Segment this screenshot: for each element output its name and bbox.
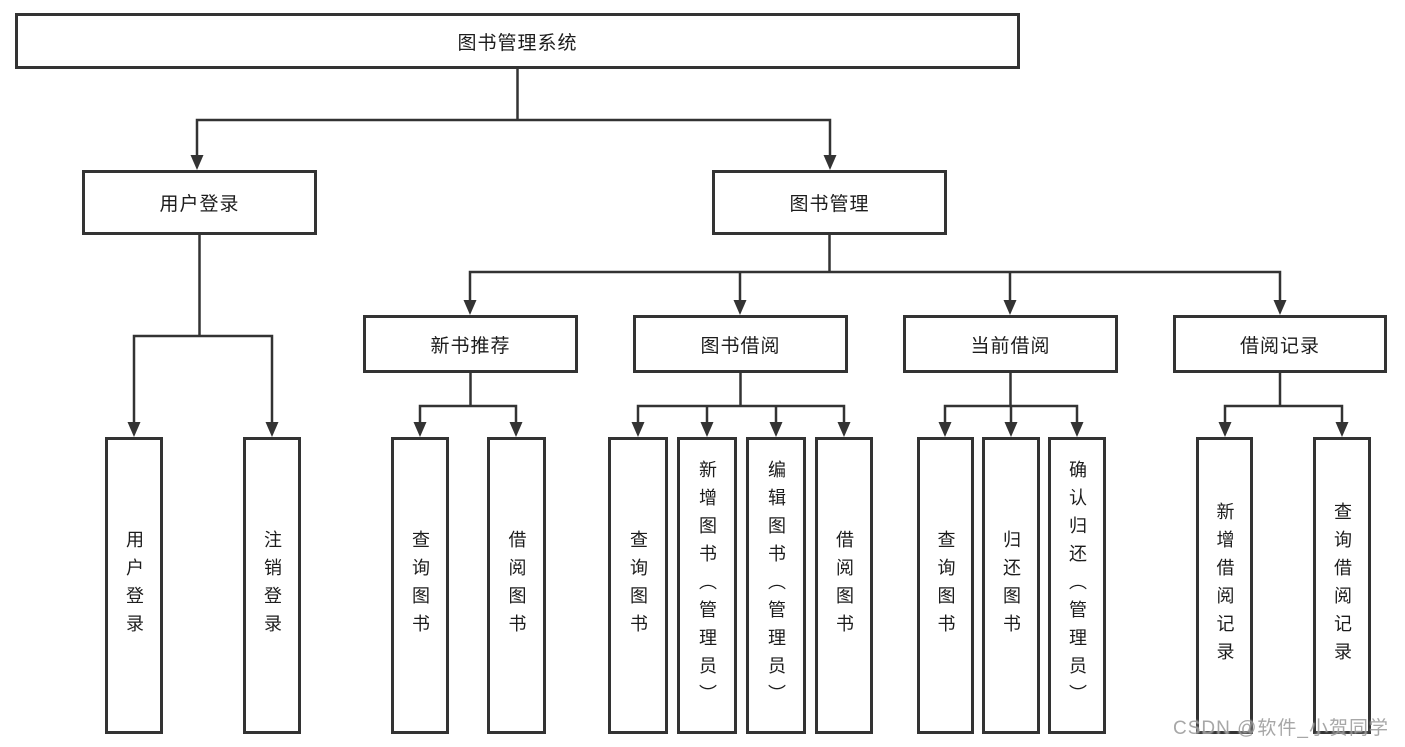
node-borrow-add-books-admin: 新增图书（管理员）: [677, 437, 737, 734]
csdn-watermark: CSDN @软件_小贺同学: [1173, 718, 1389, 739]
arrowheads: [127, 155, 1349, 437]
node-borrow-borrow-books: 借阅图书: [815, 437, 873, 734]
node-leaf-user-login: 用户登录: [105, 437, 163, 734]
node-current-confirm-return-admin: 确认归还（管理员）: [1048, 437, 1106, 734]
connector-borrow-records-branch: [1223, 371, 1344, 426]
connector-current-borrow-branch: [943, 371, 1079, 426]
node-current-query-books: 查询图书: [917, 437, 974, 734]
node-records-add-record: 新增借阅记录: [1196, 437, 1253, 734]
node-leaf-logout: 注销登录: [243, 437, 301, 734]
connector-user-login-branch: [132, 233, 274, 426]
node-current-borrow: 当前借阅: [903, 315, 1118, 373]
connector-book-management-branch: [468, 233, 1282, 304]
connector-book-borrow-branch: [636, 371, 846, 426]
node-recommend-query-books: 查询图书: [391, 437, 449, 734]
node-current-return-books: 归还图书: [982, 437, 1040, 734]
node-book-borrow: 图书借阅: [633, 315, 848, 373]
node-recommend-borrow-books: 借阅图书: [487, 437, 546, 734]
node-borrow-edit-books-admin: 编辑图书（管理员）: [746, 437, 806, 734]
node-borrow-query-books: 查询图书: [608, 437, 668, 734]
node-records-query-record: 查询借阅记录: [1313, 437, 1371, 734]
node-book-management: 图书管理: [712, 170, 947, 235]
connector-root: [195, 67, 832, 159]
node-root-library-management-system: 图书管理系统: [15, 13, 1020, 69]
node-new-book-recommend: 新书推荐: [363, 315, 578, 373]
node-borrow-records: 借阅记录: [1173, 315, 1387, 373]
connector-new-book-branch: [418, 371, 518, 426]
node-user-login: 用户登录: [82, 170, 317, 235]
